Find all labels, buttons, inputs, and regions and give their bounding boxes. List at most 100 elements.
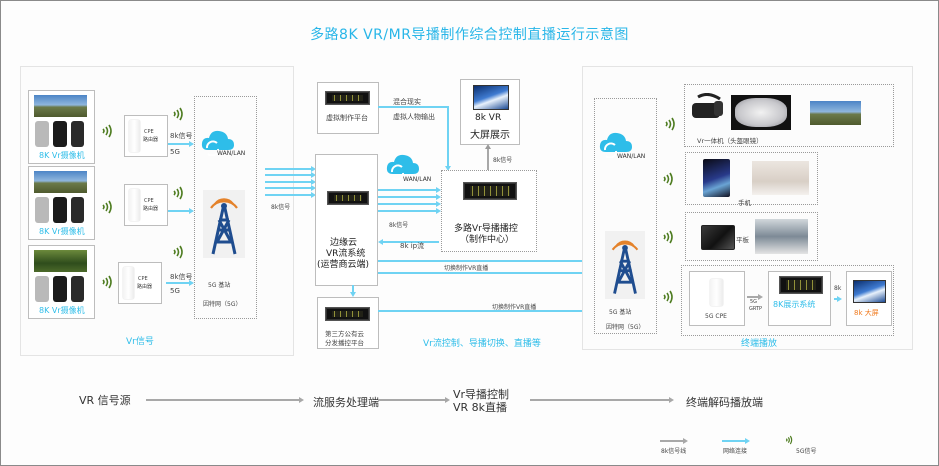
- signal-label: 8k信号: [170, 132, 193, 140]
- legend-signal-line: [660, 440, 684, 442]
- vr-view-image: [731, 95, 791, 130]
- arrow-head: [311, 192, 316, 198]
- camera-image: [35, 197, 49, 223]
- flow-arrow: [530, 399, 670, 401]
- big-screen-label: 大屏展示: [470, 130, 510, 141]
- device-label: 平板: [736, 236, 749, 244]
- switch-live-label: 切换制作VR直播: [444, 265, 489, 272]
- network-link: [378, 210, 438, 212]
- arrow-head: [445, 166, 451, 171]
- virtual-production-platform: 虚拟制作平台: [317, 82, 379, 134]
- camera-card: 8K Vr摄像机: [28, 90, 95, 164]
- flow-step-director-control: Vr导播控制: [453, 388, 510, 401]
- camera-image: [71, 276, 84, 302]
- base-station-label: 5G 基站: [609, 309, 632, 316]
- wifi-signal-icon: [102, 275, 112, 289]
- cpe-label: CPE: [138, 276, 148, 282]
- wifi-signal-icon: [663, 290, 673, 304]
- panorama-image: [34, 171, 87, 193]
- network-link: [265, 174, 313, 176]
- internet-label: 因特网（5G）: [606, 324, 645, 331]
- camera-image: [53, 197, 67, 223]
- link-label: GRTP: [749, 306, 763, 312]
- network-link: [378, 260, 588, 262]
- arrow-head: [669, 397, 674, 403]
- panorama-image: [34, 250, 87, 272]
- cpe-router: CPE 路由器: [124, 115, 168, 157]
- cloud-sync-icon: [386, 154, 419, 180]
- screen-image: [853, 280, 886, 303]
- big-screen-label: 8k 大屏: [854, 309, 879, 317]
- camera-card: 8K Vr摄像机: [28, 245, 95, 319]
- vr-headset-image: [692, 93, 723, 118]
- edge-cloud-label: (运营商云端): [317, 260, 370, 270]
- network-link: [378, 196, 438, 198]
- cpe-device-image: [710, 279, 723, 306]
- big-screen-box: 8k 大屏: [846, 271, 892, 326]
- wan-lan-label: WAN/LAN: [403, 176, 432, 183]
- arrow-head: [745, 438, 750, 444]
- arrow-head: [436, 187, 441, 193]
- director-label: （制作中心）: [460, 235, 515, 245]
- cpe-router: CPE 路由器: [118, 262, 162, 304]
- panorama-image: [34, 95, 87, 117]
- network-link: [265, 181, 313, 183]
- screen-image: [473, 85, 509, 110]
- band-label: 5G: [170, 148, 180, 156]
- signal-label: 8k信号: [271, 204, 291, 211]
- wifi-signal-icon: [173, 186, 183, 200]
- network-link: [168, 143, 190, 145]
- network-link: [383, 241, 439, 243]
- network-box: [194, 96, 257, 319]
- signal-label: 8k信号: [493, 157, 513, 164]
- terminal-panel-caption: 终端播放: [741, 339, 778, 349]
- network-link: [378, 203, 438, 205]
- cloud-sync-icon: [599, 132, 632, 158]
- camera-card: 8K Vr摄像机: [28, 166, 95, 240]
- camera-label: 8K Vr摄像机: [39, 151, 85, 160]
- vr-headset-group: Vr一体机（头盔眼镜）: [684, 84, 894, 147]
- band-label: 5G: [170, 287, 180, 295]
- wan-lan-label: WAN/LAN: [217, 150, 246, 157]
- network-link: [352, 285, 354, 295]
- signal-line: [487, 149, 489, 170]
- network-link: [378, 106, 448, 108]
- network-link: [378, 310, 588, 312]
- network-box: [594, 98, 657, 334]
- network-link: [447, 106, 449, 168]
- wifi-signal-icon: [173, 107, 183, 121]
- person-with-tablet-image: [755, 219, 808, 254]
- cpe-label: 5G CPE: [705, 313, 727, 320]
- tablet-group: 平板: [685, 212, 818, 261]
- arrow-head: [683, 438, 688, 444]
- cpe-label: CPE: [144, 129, 154, 135]
- camera-image: [35, 121, 49, 147]
- director-control-center: 多路Vr导播播控 （制作中心）: [441, 170, 537, 252]
- edge-cloud-vr-stream-system: 边缘云 VR流系统 (运营商云端): [315, 154, 378, 286]
- diagram-title: 多路8K VR/MR导播制作综合控制直播运行示意图: [310, 27, 629, 43]
- big-screen-label: 8k VR: [475, 113, 502, 123]
- base-station-label: 5G 基站: [208, 282, 231, 289]
- wan-lan-label: WAN/LAN: [617, 153, 646, 160]
- panorama-image: [810, 101, 861, 125]
- device-label: 手机: [738, 199, 751, 207]
- cell-tower-icon: [611, 240, 639, 294]
- arrow-head: [378, 239, 383, 245]
- server-icon: [325, 91, 370, 105]
- middle-caption: Vr流控制、导播切换、直播等: [423, 339, 541, 349]
- flow-step-live: VR 8k直播: [453, 401, 508, 414]
- cpe-device-image: [123, 267, 134, 299]
- signal-label: 8k信号: [170, 273, 193, 281]
- flow-step-signal-source: VR 信号源: [79, 394, 131, 407]
- arrow-head: [189, 141, 194, 147]
- person-with-phone-image: [752, 161, 809, 195]
- network-link: [265, 194, 313, 196]
- virtual-output-label: 虚拟人物输出: [393, 113, 435, 121]
- cpe-label: 路由器: [143, 206, 159, 212]
- network-link: [168, 210, 190, 212]
- server-icon: [327, 191, 369, 205]
- edge-cloud-label: 边缘云: [330, 238, 358, 248]
- display-link-label: 8k: [834, 285, 842, 292]
- legend-label: 5G信号: [796, 448, 817, 455]
- network-link: [378, 272, 588, 274]
